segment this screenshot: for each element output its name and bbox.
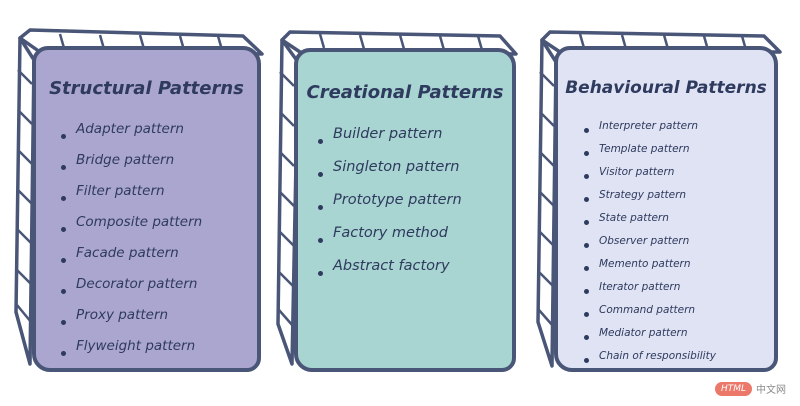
list-item: Visitor pattern [599, 164, 716, 187]
list-item: Interpreter pattern [599, 118, 716, 141]
list-item: Memento pattern [599, 256, 716, 279]
list-item: Mediator pattern [599, 325, 716, 348]
behavioural-title: Behavioural Patterns [558, 78, 774, 98]
list-item: Iterator pattern [599, 279, 716, 302]
list-item: State pattern [599, 210, 716, 233]
list-item: Template pattern [599, 141, 716, 164]
watermark: HTML 中文网 [715, 381, 786, 396]
list-item: Chain of responsibility [599, 348, 716, 371]
list-item: Strategy pattern [599, 187, 716, 210]
list-item: Command pattern [599, 302, 716, 325]
watermark-badge: HTML [715, 382, 752, 396]
list-item: Observer pattern [599, 233, 716, 256]
watermark-text: 中文网 [756, 381, 786, 396]
behavioural-card: Behavioural Patterns Interpreter pattern… [554, 46, 778, 372]
behavioural-list: Interpreter pattern Template pattern Vis… [599, 118, 716, 371]
